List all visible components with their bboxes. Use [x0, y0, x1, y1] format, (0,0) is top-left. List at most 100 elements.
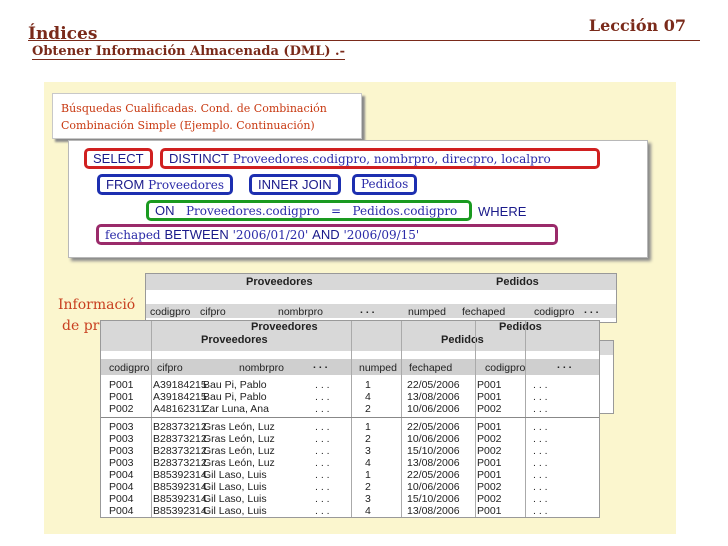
- table-cell: . . .: [315, 505, 330, 517]
- table-cell: 15/10/2006: [407, 445, 460, 457]
- column-divider: [475, 321, 476, 517]
- from-clause-box: FROM Proveedores: [97, 174, 234, 195]
- table-cell: . . .: [533, 445, 548, 457]
- back-result-table: Proveedores Pedidos codigpro cifpro nomb…: [145, 273, 617, 323]
- column-divider: [151, 321, 152, 517]
- table-cell: . . .: [315, 433, 330, 445]
- table-cell: P001: [109, 391, 134, 403]
- table-cell: P004: [109, 481, 134, 493]
- table-cell: 4: [365, 457, 371, 469]
- back-col-more-2: . . .: [584, 304, 599, 316]
- inner-join-keyword: INNER JOIN: [258, 177, 332, 192]
- table-cell: . . .: [315, 421, 330, 433]
- back-group-proveedores: Proveedores: [246, 276, 313, 288]
- column-divider: [351, 321, 352, 517]
- back-col-cifpro: cifpro: [200, 306, 226, 318]
- table-cell: B28373212: [153, 457, 207, 469]
- topic-note-line-2: Combinación Simple (Ejemplo. Continuació…: [61, 119, 315, 132]
- back-col-codigpro: codigpro: [150, 306, 191, 318]
- table-cell: P001: [109, 379, 134, 391]
- col-fechaped: fechaped: [409, 362, 453, 374]
- select-keyword: SELECT: [93, 151, 144, 166]
- table-cell: . . .: [533, 481, 548, 493]
- table-cell: 13/08/2006: [407, 505, 460, 517]
- table-cell: P003: [109, 433, 134, 445]
- back-col-more-1: . . .: [360, 304, 375, 316]
- table-cell: 3: [365, 493, 371, 505]
- front-group-proveedores-top: Proveedores: [251, 321, 318, 333]
- distinct-clause-box: DISTINCT Proveedores.codigpro, nombrpro,…: [160, 148, 600, 169]
- table-cell: 13/08/2006: [407, 391, 460, 403]
- table-cell: . . .: [315, 481, 330, 493]
- table-cell: . . .: [533, 493, 548, 505]
- table-cell: 10/06/2006: [407, 481, 460, 493]
- lesson-number: Lección 07: [588, 16, 686, 35]
- table-cell: P002: [477, 445, 502, 457]
- table-cell: P002: [477, 403, 502, 415]
- table-cell: 22/05/2006: [407, 421, 460, 433]
- table-cell: P001: [477, 421, 502, 433]
- from-table: Proveedores: [148, 178, 225, 192]
- table-cell: Bau Pi, Pablo: [203, 391, 267, 403]
- on-left-field: Proveedores.codigpro: [185, 204, 320, 218]
- table-cell: B85392314: [153, 469, 207, 481]
- front-table-column-header: [101, 359, 599, 375]
- table-cell: Gil Laso, Luis: [203, 481, 267, 493]
- table-cell: 4: [365, 505, 371, 517]
- back-table-column-header: [146, 304, 616, 318]
- table-cell: . . .: [315, 469, 330, 481]
- table-cell: 2: [365, 433, 371, 445]
- table-cell: . . .: [533, 379, 548, 391]
- back-col-numped: numped: [408, 306, 446, 318]
- table-cell: . . .: [533, 403, 548, 415]
- on-clause-box: ON Proveedores.codigpro = Pedidos.codigp…: [146, 200, 472, 221]
- front-group-pedidos: Pedidos: [441, 334, 484, 346]
- table-cell: A48162311: [153, 403, 206, 415]
- col-nombrpro: nombrpro: [239, 362, 284, 374]
- table-cell: P002: [477, 481, 502, 493]
- back-col-codigpro-2: codigpro: [534, 306, 575, 318]
- table-cell: . . .: [315, 391, 330, 403]
- select-columns: Proveedores.codigpro, nombrpro, direcpro…: [232, 152, 551, 166]
- between-keyword: BETWEEN: [164, 227, 229, 242]
- table-cell: Gil Laso, Luis: [203, 469, 267, 481]
- table-cell: 4: [365, 391, 371, 403]
- front-table-group-header: [101, 321, 599, 351]
- back-table-group-header: [146, 274, 616, 290]
- col-numped: numped: [359, 362, 397, 374]
- table-cell: Gras León, Luz: [203, 433, 275, 445]
- select-clause-box: SELECT: [84, 148, 153, 169]
- sql-statement-box: [68, 140, 648, 258]
- table-cell: P001: [477, 379, 502, 391]
- on-keyword: ON: [155, 203, 175, 218]
- table-cell: P001: [477, 505, 502, 517]
- table-cell: Gil Laso, Luis: [203, 505, 267, 517]
- table-cell: B28373212: [153, 421, 207, 433]
- table-cell: . . .: [533, 457, 548, 469]
- column-divider: [525, 321, 526, 517]
- col-codigpro: codigpro: [109, 362, 150, 374]
- table-cell: 15/10/2006: [407, 493, 460, 505]
- table-cell: B28373212: [153, 445, 207, 457]
- table-cell: 1: [365, 379, 371, 391]
- table-cell: P004: [109, 505, 134, 517]
- table-cell: B85392314: [153, 481, 207, 493]
- back-col-fechaped: fechaped: [462, 306, 506, 318]
- col-more-1: . . .: [313, 359, 328, 371]
- on-equals: =: [330, 204, 341, 218]
- table-cell: Gras León, Luz: [203, 445, 275, 457]
- table-cell: 2: [365, 403, 371, 415]
- table-cell: . . .: [533, 433, 548, 445]
- table-cell: 1: [365, 469, 371, 481]
- table-cell: . . .: [533, 469, 548, 481]
- from-keyword: FROM: [106, 177, 145, 192]
- table-cell: 3: [365, 445, 371, 457]
- table-cell: . . .: [315, 403, 330, 415]
- and-keyword: AND: [312, 227, 340, 242]
- date-to: '2006/09/15': [343, 228, 420, 242]
- table-cell: 22/05/2006: [407, 469, 460, 481]
- table-cell: P002: [109, 403, 134, 415]
- table-cell: 10/06/2006: [407, 403, 460, 415]
- topic-note-line-1: Búsquedas Cualificadas. Cond. de Combina…: [61, 102, 327, 115]
- front-result-table: Proveedores Proveedores Pedidos Pedidos …: [100, 320, 600, 518]
